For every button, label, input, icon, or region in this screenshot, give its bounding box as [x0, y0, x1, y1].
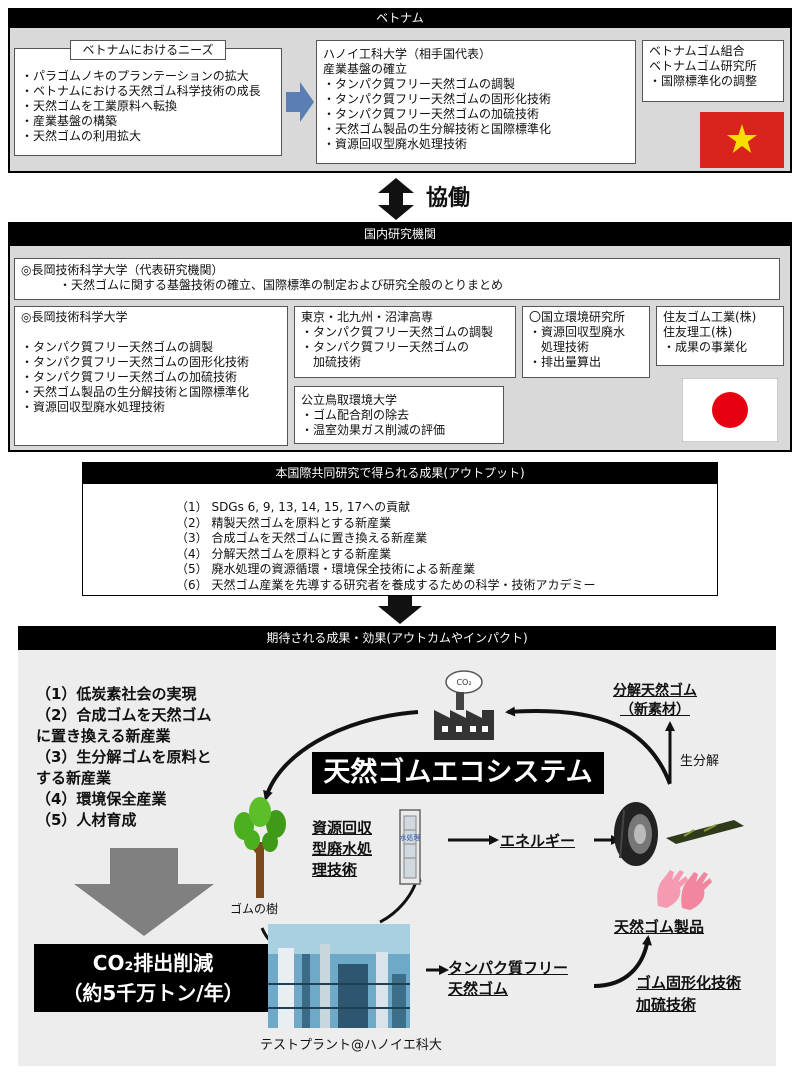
vietnam-flag-icon [700, 112, 784, 168]
wastewater-tank-icon: 水処理 [399, 809, 421, 885]
needs-item: ・産業基盤の構築 [21, 114, 118, 128]
outcomes-list: （1）低炭素社会の実現 （2）合成ゴムを天然ゴム に置き換える新産業 （3）生分… [36, 685, 212, 829]
outputs-list: （1） SDGs 6, 9, 13, 14, 15, 17への貢献 （2） 精製… [176, 500, 595, 593]
cycle-arrow-tire-to-factory [505, 706, 672, 785]
tottori-box: 公立鳥取環境大学 ・ゴム配合剤の除去 ・温室効果ガス削減の評価 [294, 386, 504, 444]
japan-header: 国内研究機関 [8, 222, 792, 246]
vietnam-header: ベトナム [8, 8, 792, 28]
needs-item: ・天然ゴムの利用拡大 [21, 129, 142, 143]
gray-down-arrow-icon [74, 848, 214, 936]
outputs-header: 本国際共同研究で得られる成果(アウトプット) [82, 462, 718, 484]
vietnam-needs-title: ベトナムにおけるニーズ [70, 40, 226, 60]
needs-item: ・天然ゴムを工業原料へ転換 [21, 99, 178, 113]
rubber-tree-label: ゴムの樹 [230, 902, 279, 916]
test-plant-photo [268, 924, 410, 1028]
wastewater-tech-label: 資源回収 型廃水処 理技術 [312, 819, 373, 879]
co2-reduction-label: CO₂排出削減 [92, 951, 214, 975]
rubber-union-box: ベトナムゴム組合 ベトナムゴム研究所 ・国際標準化の調整 [642, 40, 784, 102]
rubber-sheet-icon [666, 820, 744, 844]
solidification-tech-label: ゴム固形化技術 加硫技術 [636, 974, 742, 1014]
rubber-gloves-icon [657, 870, 712, 910]
pfnr-label: タンパク質フリー 天然ゴム [448, 959, 569, 998]
factory-co2-label: CO₂ [456, 678, 471, 687]
rubber-product-label: 天然ゴム製品 [614, 918, 705, 936]
vietnam-needs-box: ・パラゴムノキのプランテーションの拡大 ・ベトナムにおける天然ゴム科学技術の成長… [14, 48, 282, 156]
output-item: （3） 合成ゴムを天然ゴムに置き換える新産業 [176, 531, 428, 545]
co2-reduction-box: CO₂排出削減 （約5千万トン/年） [34, 944, 272, 1012]
sumitomo-box: 住友ゴム工業(株) 住友理工(株) ・成果の事業化 [656, 306, 784, 366]
co2-reduction-amount: （約5千万トン/年） [62, 981, 244, 1005]
vietnam-flag-star [727, 124, 757, 153]
japan-flag-sun [712, 392, 748, 428]
kosen-box: 東京・北九州・沼津高専 ・タンパク質フリー天然ゴムの調製 ・タンパク質フリー天然… [294, 306, 516, 378]
down-arrow-icon [378, 596, 422, 624]
test-plant-label: テストプラント@ハノイエ科大 [260, 1038, 442, 1053]
double-arrow-icon [378, 178, 414, 220]
cycle-arrow-factory-to-tree [263, 710, 419, 801]
ecosystem-title: 天然ゴムエコシステム [312, 752, 604, 794]
biodegradation-label: 生分解 [680, 754, 720, 769]
nies-box: 〇国立環境研究所 ・資源回収型廃水 処理技術 ・排出量算出 [522, 306, 650, 378]
wastewater-tag: 水処理 [400, 833, 421, 842]
lead-institute-box: ◎長岡技術科学大学（代表研究機関） ・天然ゴムに関する基盤技術の確立、国際標準の… [14, 258, 780, 300]
factory-icon: CO₂ [434, 670, 494, 740]
japan-flag-icon [682, 378, 778, 442]
needs-item: ・パラゴムノキのプランテーションの拡大 [21, 69, 249, 83]
output-item: （5） 廃水処理の資源循環・環境保全技術による新産業 [176, 562, 476, 576]
right-arrow-icon [286, 82, 314, 122]
hanoi-box: ハノイ工科大学（相手国代表） 産業基盤の確立 ・タンパク質フリー天然ゴムの調製 … [316, 40, 636, 164]
needs-item: ・ベトナムにおける天然ゴム科学技術の成長 [21, 84, 261, 98]
ecosystem-arrows [260, 706, 675, 988]
rubber-tree-icon [234, 797, 286, 898]
energy-label: エネルギー [500, 832, 576, 850]
nagaoka-box: ◎長岡技術科学大学 ・タンパク質フリー天然ゴムの調製 ・タンパク質フリー天然ゴム… [14, 306, 288, 446]
decomposed-rubber-label: 分解天然ゴム （新素材） [613, 683, 697, 718]
output-item: （4） 分解天然ゴムを原料とする新産業 [176, 546, 392, 561]
collab-label: 協働 [426, 186, 471, 211]
outcomes-header: 期待される成果・効果(アウトカムやインパクト) [18, 626, 776, 650]
output-item: （6） 天然ゴム産業を先導する研究者を養成するための科学・技術アカデミー [176, 577, 596, 592]
arrow-pfnr-to-product [593, 935, 652, 988]
output-item: （1） SDGs 6, 9, 13, 14, 15, 17への貢献 [176, 500, 411, 514]
output-item: （2） 精製天然ゴムを原料とする新産業 [176, 515, 392, 530]
tire-icon [614, 802, 658, 866]
